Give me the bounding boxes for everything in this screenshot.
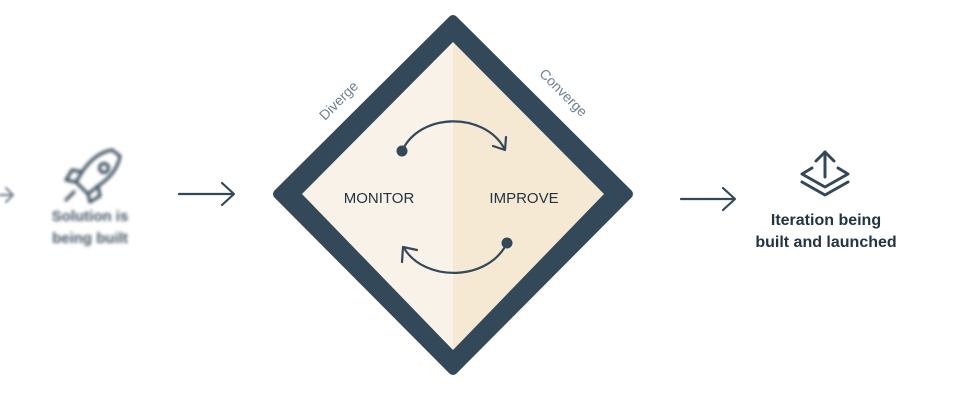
previous-step-label: Solution is being built: [30, 206, 150, 250]
next-step-label-line1: Iteration being: [770, 212, 882, 229]
previous-step-label-line1: Solution is: [51, 208, 129, 225]
arrow-into-diamond: [177, 181, 236, 207]
arrow-out-of-diamond: [679, 186, 737, 212]
previous-step-label-line2: being built: [52, 230, 128, 247]
monitor-label: MONITOR: [344, 190, 415, 207]
previous-step: Solution is being built: [30, 140, 150, 260]
next-step-label: Iteration being built and launched: [736, 210, 916, 254]
improve-label: IMPROVE: [489, 190, 558, 207]
cycle-arrows-icon: [396, 120, 513, 274]
rocket-icon: [64, 148, 122, 204]
next-step-label-line2: built and launched: [755, 234, 897, 251]
next-step: Iteration being built and launched: [736, 145, 916, 265]
offscreen-arrow: [0, 186, 15, 204]
layers-upload-icon: [800, 150, 850, 197]
